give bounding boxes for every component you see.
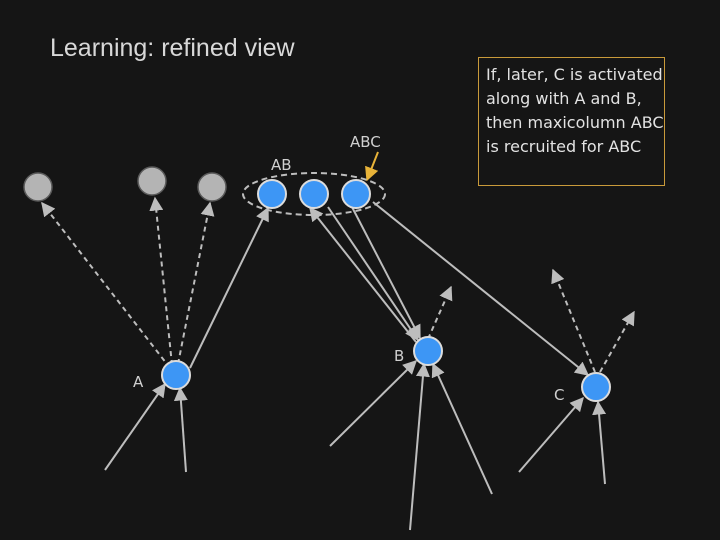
maxicolumn-ellipse <box>242 172 386 216</box>
dashed-link-b-up <box>427 285 453 340</box>
label-ab: AB <box>271 156 292 174</box>
input-b-1 <box>329 360 417 447</box>
link-a-to-ab <box>189 206 269 369</box>
link-abc-to-c <box>372 201 590 376</box>
unit-c <box>581 372 611 402</box>
link-abc-to-b <box>351 206 421 340</box>
unit-ab-2 <box>299 179 329 209</box>
input-c-1 <box>518 396 584 473</box>
input-b-3 <box>431 362 493 495</box>
unit-ab-1 <box>257 179 287 209</box>
slide-title: Learning: refined view <box>50 34 295 62</box>
label-b: B <box>394 347 405 365</box>
link-b-to-ab <box>309 206 417 343</box>
dashed-link-c-up-1 <box>551 268 596 373</box>
dashed-link-a-to-gray-2 <box>149 196 173 366</box>
input-a-1 <box>104 382 166 471</box>
link-ab-to-b-1 <box>327 206 419 342</box>
unit-b <box>413 336 443 366</box>
explanation-note: If, later, C is activated along with A a… <box>478 57 665 186</box>
input-b-2 <box>409 362 430 531</box>
abc-pointer-arrow <box>365 151 379 182</box>
input-a-2 <box>173 386 188 473</box>
label-c: C <box>554 386 565 404</box>
inactive-unit-1 <box>23 172 53 202</box>
label-a: A <box>133 373 144 391</box>
unit-abc <box>341 179 371 209</box>
inactive-unit-2 <box>137 166 167 196</box>
input-c-2 <box>592 400 607 485</box>
label-abc: ABC <box>350 133 381 151</box>
dashed-link-a-to-gray-3 <box>177 201 215 365</box>
unit-a <box>161 360 191 390</box>
dashed-link-c-up-2 <box>599 310 635 373</box>
dashed-link-a-to-gray-1 <box>41 201 171 369</box>
inactive-unit-3 <box>197 172 227 202</box>
